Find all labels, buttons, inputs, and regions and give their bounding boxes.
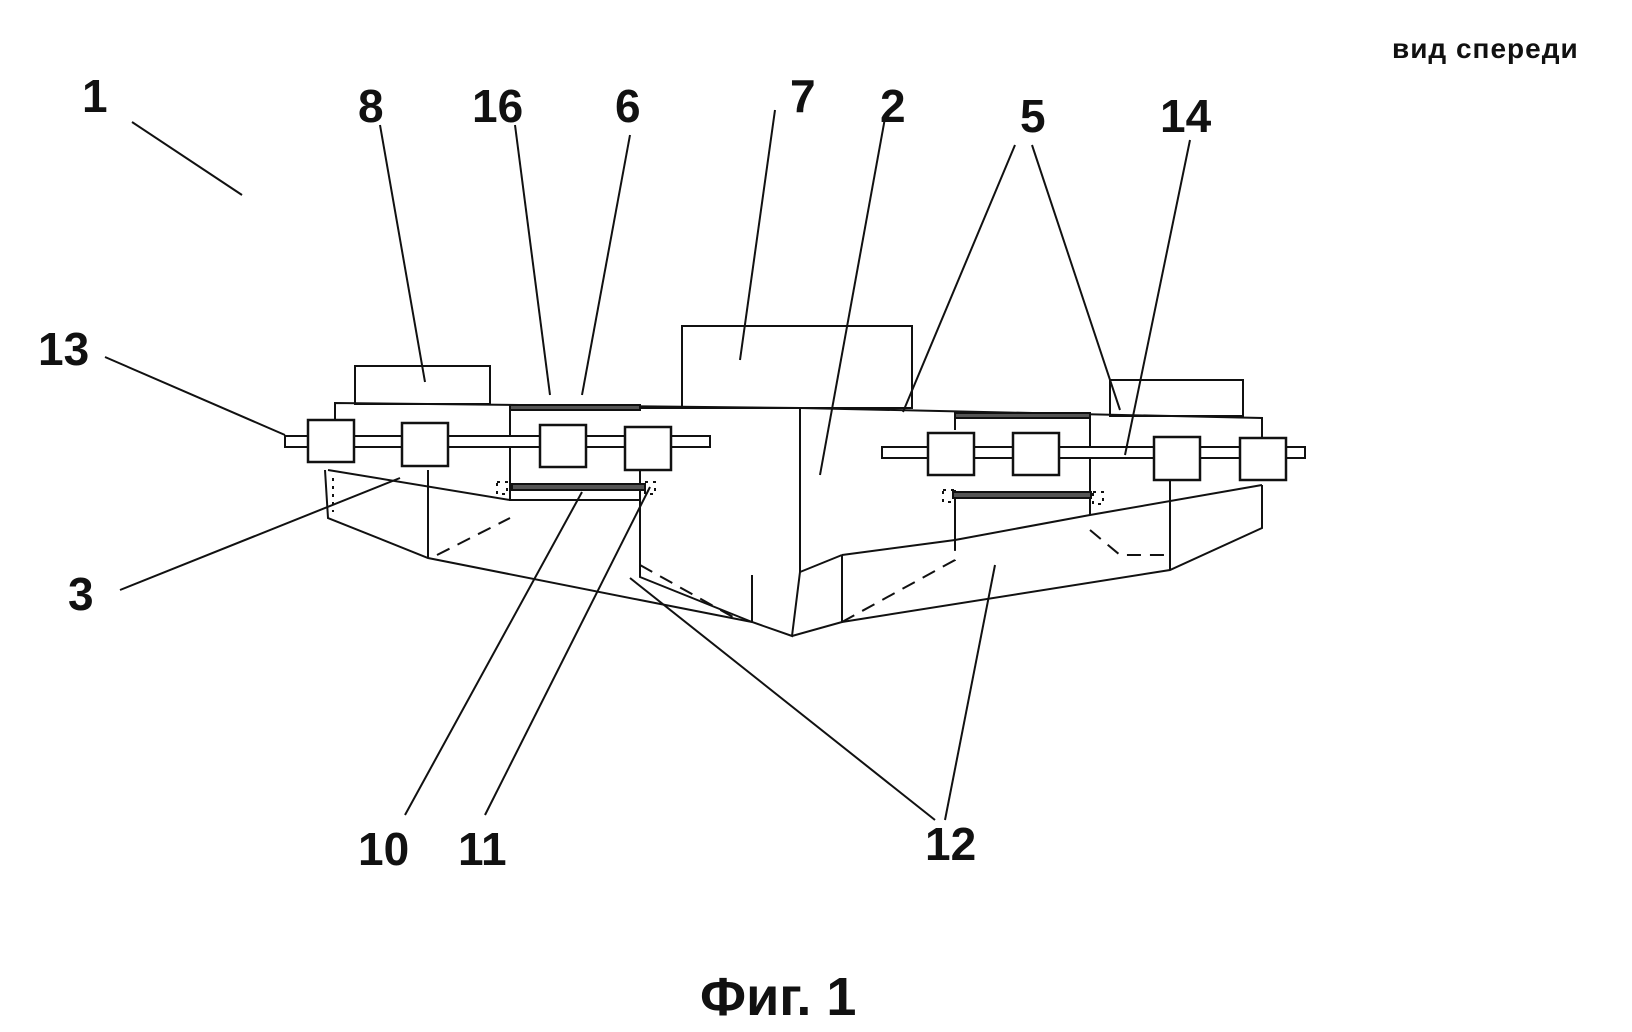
callout-14: 14: [1160, 90, 1212, 142]
right-top-block: [1110, 380, 1243, 416]
box-r1: [928, 433, 974, 475]
callout-2: 2: [880, 80, 906, 132]
callout-12: 12: [925, 818, 976, 870]
rail-right: [955, 413, 1090, 418]
hidden-edge-right-b: [1090, 530, 1170, 555]
hidden-edge-left: [437, 518, 510, 555]
box-r4: [1240, 438, 1286, 480]
callout-16: 16: [472, 80, 523, 132]
callout-5: 5: [1020, 90, 1046, 142]
callout-1: 1: [82, 70, 108, 122]
box-r2: [1013, 433, 1059, 475]
right-wing-hull: [792, 485, 1262, 636]
bar-left: [512, 484, 645, 490]
callout-10: 10: [358, 823, 409, 875]
callout-7: 7: [790, 70, 816, 122]
callout-8: 8: [358, 80, 384, 132]
box-l1: [308, 420, 354, 462]
box-l4: [625, 427, 671, 470]
view-label: вид спереди: [1392, 33, 1579, 64]
callout-3: 3: [68, 568, 94, 620]
center-top-block: [682, 326, 912, 408]
figure-caption: Фиг. 1: [700, 967, 856, 1027]
box-l2: [402, 423, 448, 466]
box-l3: [540, 425, 586, 467]
left-wing-hull: [325, 470, 752, 622]
rail-left: [510, 405, 640, 410]
callout-13: 13: [38, 323, 89, 375]
callout-6: 6: [615, 80, 641, 132]
box-r3: [1154, 437, 1200, 480]
apparatus: [285, 326, 1305, 636]
bar-right: [953, 492, 1091, 498]
callout-11: 11: [458, 823, 507, 875]
